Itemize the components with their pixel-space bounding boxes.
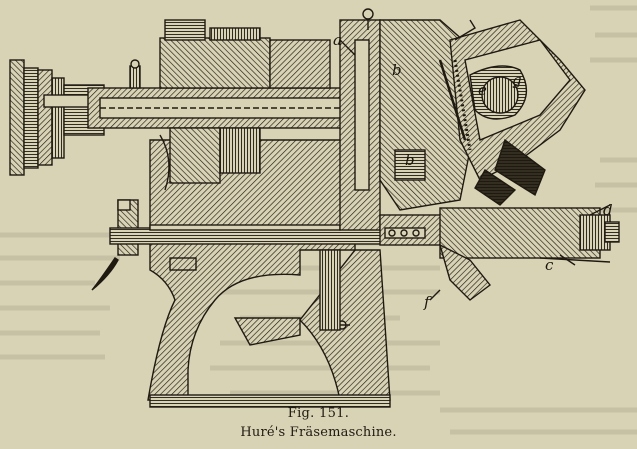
machine-base bbox=[147, 139, 391, 408]
label-e: e bbox=[478, 81, 487, 99]
label-f: f bbox=[423, 293, 432, 311]
main-spindle bbox=[87, 59, 359, 129]
label-a: a bbox=[333, 31, 342, 49]
milling-machine-engraving: a b e g b d c f bbox=[9, 8, 620, 408]
cutter-arbor bbox=[379, 207, 620, 301]
label-c: c bbox=[545, 256, 554, 274]
figure-number: Fig. 151. bbox=[287, 406, 350, 421]
gear-housing bbox=[159, 19, 341, 331]
figure-title: Huré's Fräsemaschine. bbox=[240, 425, 397, 440]
label-g: g bbox=[512, 71, 522, 89]
milling-head bbox=[379, 19, 586, 211]
label-b-lower: b bbox=[405, 151, 415, 169]
label-b-upper: b bbox=[392, 61, 402, 79]
feed-shaft bbox=[91, 199, 391, 291]
label-d: d bbox=[603, 201, 613, 219]
center-frame bbox=[339, 8, 381, 231]
